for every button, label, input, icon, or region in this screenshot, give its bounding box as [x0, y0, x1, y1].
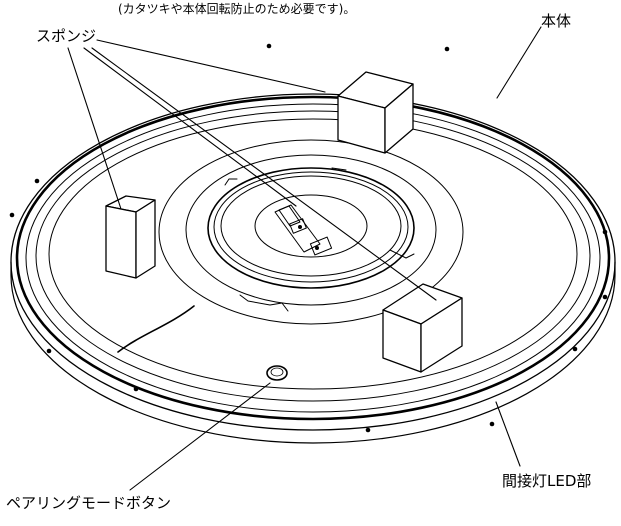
sponge-cube-top — [337, 71, 414, 154]
ceiling-connector — [274, 204, 333, 256]
rim-screws — [9, 43, 608, 433]
power-cable — [117, 305, 195, 353]
center-dome — [158, 139, 464, 325]
sponge-cube-left — [105, 195, 156, 279]
note-label: (カタツキや本体回転防止のため必要です)。 — [118, 2, 356, 16]
pairing-button-drawing[interactable] — [266, 365, 288, 381]
sponge-cube-right — [382, 283, 463, 373]
pairing-button-label: ペアリングモードボタン — [6, 494, 172, 512]
sponge-label: スポンジ — [36, 27, 97, 45]
body-rim — [10, 93, 616, 444]
ring-clips — [224, 167, 415, 312]
indirect-led-label: 間接灯LED部 — [502, 472, 592, 490]
leader-lines — [67, 26, 542, 491]
body-label: 本体 — [541, 12, 572, 30]
